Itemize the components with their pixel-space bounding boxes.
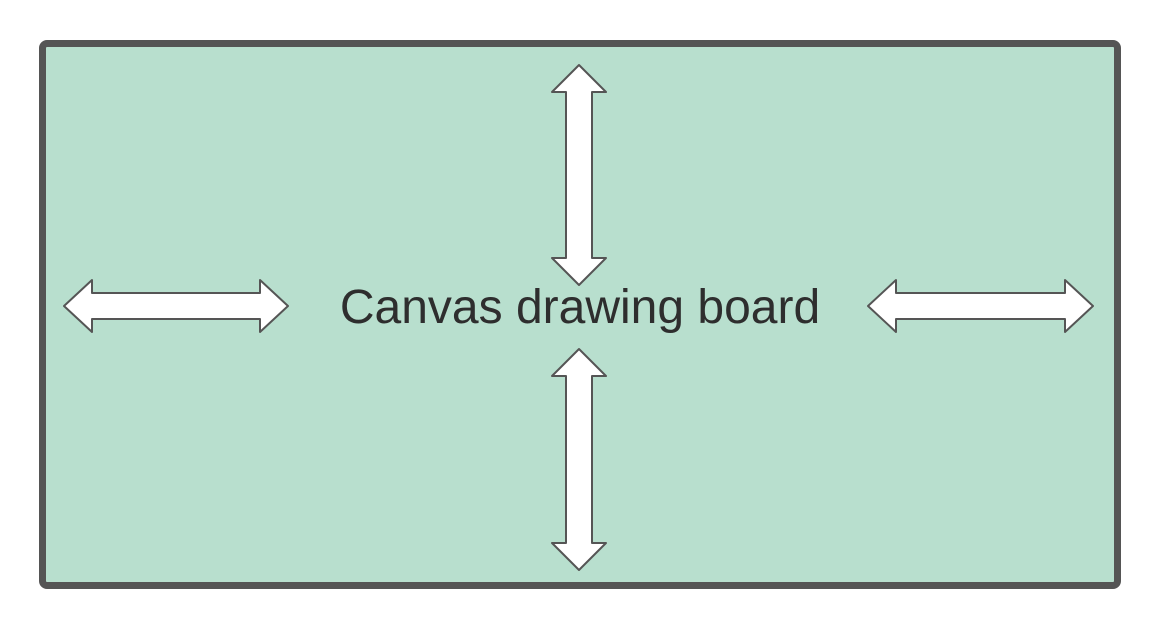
board-label: Canvas drawing board — [339, 280, 821, 334]
